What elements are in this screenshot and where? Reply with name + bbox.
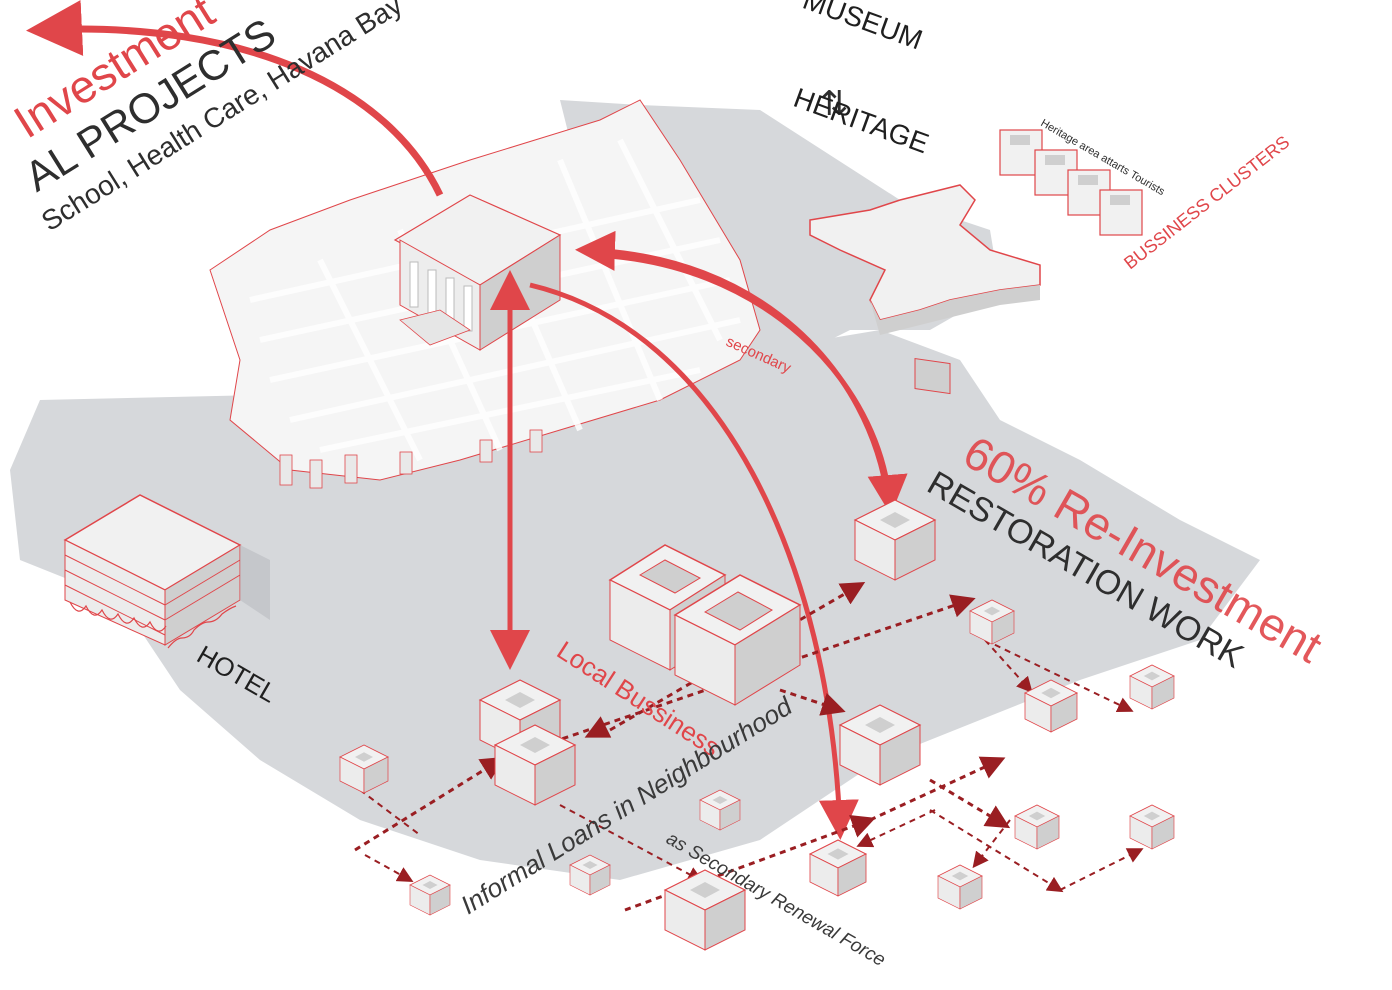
- isometric-building-icon: [1015, 805, 1059, 849]
- business-clusters: Heritage area attarts Tourists BUSSINESS…: [1000, 117, 1293, 273]
- isometric-building-icon: [410, 875, 450, 915]
- isometric-building-icon: [1130, 665, 1174, 709]
- museum-label: MUSEUM: [799, 0, 927, 55]
- isometric-building-icon: [1130, 805, 1174, 849]
- business-clusters-label: BUSSINESS CLUSTERS: [1120, 132, 1293, 273]
- museum-heritage-cycle: MUSEUM ⇅ HERITAGE: [790, 0, 933, 159]
- isometric-building-icon: [810, 840, 866, 896]
- isometric-building-icon: [1100, 190, 1142, 235]
- isometric-building-icon: [938, 865, 982, 909]
